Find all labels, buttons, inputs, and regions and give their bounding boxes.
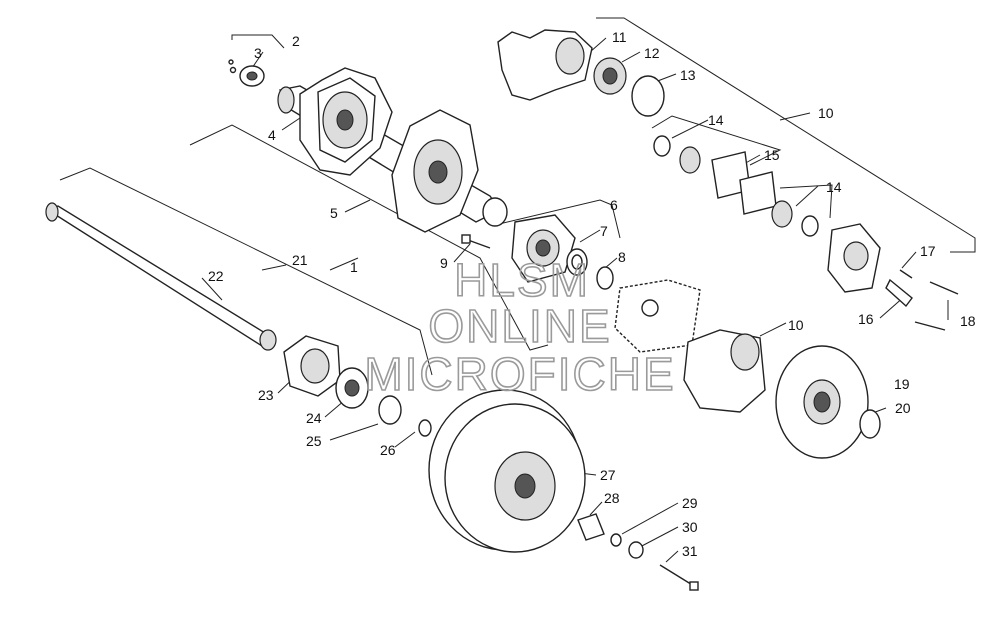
part-24-bearing — [335, 367, 369, 409]
callout-label: 16 — [858, 311, 874, 327]
callout-label: 12 — [644, 45, 660, 61]
part-19-brake-disc — [775, 345, 869, 459]
callout-label: 17 — [920, 243, 936, 259]
callout-label: 29 — [682, 495, 698, 511]
callout-label: 1 — [350, 259, 358, 275]
part-6-flange — [511, 214, 576, 283]
part-26-ring — [418, 419, 432, 437]
part-22-jackshaft — [45, 202, 277, 351]
callout-labels: 1 2 3 4 5 6 7 8 9 10 10 11 12 13 14 14 1… — [208, 29, 976, 559]
callout-label: 6 — [610, 197, 618, 213]
part-30-washer — [628, 541, 644, 559]
callout-label: 8 — [618, 249, 626, 265]
watermark-line-2: ONLINE — [428, 300, 611, 352]
part-16-17-18-hardware — [885, 269, 959, 331]
callout-label: 20 — [895, 400, 911, 416]
callout-label: 22 — [208, 268, 224, 284]
callout-label: 4 — [268, 127, 276, 143]
callout-label: 31 — [682, 543, 698, 559]
part-9-bolt — [461, 234, 491, 249]
callout-label: 7 — [600, 223, 608, 239]
callout-label: 3 — [254, 45, 262, 61]
watermark-line-1: HLSM — [454, 254, 590, 306]
callout-label: 23 — [258, 387, 274, 403]
group-bracket-lines — [59, 17, 976, 376]
watermark: HLSM ONLINE MICROFICHE — [364, 253, 675, 401]
callout-label: 11 — [612, 29, 627, 45]
callout-label: 30 — [682, 519, 698, 535]
callout-label: 27 — [600, 467, 616, 483]
callout-label: 25 — [306, 433, 322, 449]
part-25-ring — [378, 395, 402, 425]
watermark-line-3: MICROFICHE — [364, 348, 675, 400]
callout-label: 21 — [292, 252, 308, 268]
callout-label: 10 — [788, 317, 804, 333]
part-1-drive-axle-assembly — [277, 67, 508, 233]
part-31-bolt — [659, 564, 699, 591]
part-28-spacer — [577, 513, 605, 541]
callout-label: 18 — [960, 313, 976, 329]
callout-label: 19 — [894, 376, 910, 392]
part-7-seal — [566, 248, 588, 276]
part-29-washer — [610, 533, 622, 547]
part-8-snap-ring — [596, 266, 614, 290]
callout-label: 2 — [292, 33, 300, 49]
callout-label: 14 — [708, 112, 724, 128]
part-3-cap — [228, 59, 265, 87]
part-10-brake-caliper-upper — [497, 29, 881, 293]
part-brake-bracket — [614, 279, 701, 353]
callout-label: 9 — [440, 255, 448, 271]
callout-label: 13 — [680, 67, 696, 83]
callout-label: 14 — [826, 179, 842, 195]
callout-label: 10 — [818, 105, 834, 121]
callout-label: 24 — [306, 410, 322, 426]
callout-label: 26 — [380, 442, 396, 458]
callout-label: 15 — [764, 147, 780, 163]
part-23-bearing-housing — [283, 335, 341, 397]
callout-label: 28 — [604, 490, 620, 506]
part-27-driven-clutch — [428, 389, 586, 553]
callout-label: 5 — [330, 205, 338, 221]
part-10-brake-caliper-lower — [683, 329, 766, 413]
part-20-snap-ring — [859, 409, 881, 439]
